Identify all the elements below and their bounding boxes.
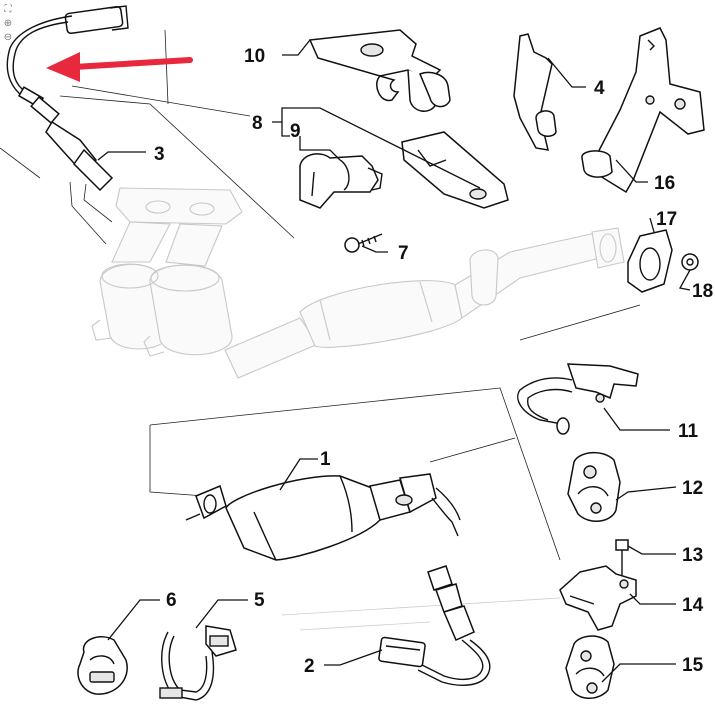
callout-12: 12 [682, 478, 703, 499]
zoom-out-icon[interactable]: ⊖ [3, 32, 13, 43]
callout-5: 5 [254, 590, 265, 611]
callout-9: 9 [290, 121, 301, 142]
callout-3: 3 [154, 144, 165, 165]
background-exhaust-assembly [91, 187, 625, 379]
callout-leaders [97, 39, 691, 683]
bracket-14[interactable] [559, 565, 637, 631]
fit-icon[interactable]: ⛶ [4, 4, 12, 15]
guide-lines [0, 29, 641, 631]
clamp-band-5[interactable] [159, 625, 237, 701]
pipe-bracket-11[interactable] [517, 363, 639, 435]
bracket-10[interactable] [308, 29, 451, 112]
callout-10: 10 [244, 46, 265, 67]
callout-11: 11 [678, 421, 699, 442]
callout-4: 4 [594, 78, 605, 99]
gasket-17[interactable] [627, 229, 673, 293]
highlight-arrow [46, 52, 193, 82]
callout-16: 16 [654, 173, 675, 194]
zoom-toolbar: ⛶ ⊕ ⊖ [2, 4, 16, 44]
callout-7: 7 [398, 243, 409, 264]
callout-labels: 1 2 3 4 5 6 7 8 9 10 11 12 13 14 15 16 1… [154, 46, 713, 677]
lambda-sensor-lower[interactable] [378, 565, 491, 686]
clip-9[interactable] [299, 153, 383, 209]
catalytic-converter-1[interactable] [185, 473, 461, 561]
rubber-mount-15[interactable] [565, 635, 615, 699]
callout-8: 8 [252, 113, 263, 134]
bracket-4[interactable] [513, 33, 557, 151]
zoom-in-icon[interactable]: ⊕ [3, 18, 13, 29]
callout-14: 14 [682, 595, 704, 616]
bracket-16[interactable] [581, 27, 705, 194]
rubber-mount-12[interactable] [567, 451, 621, 522]
screw-7[interactable] [344, 233, 383, 253]
callout-2: 2 [304, 656, 315, 677]
callout-18: 18 [692, 281, 713, 302]
bolt-13[interactable] [615, 539, 629, 578]
callout-13: 13 [682, 545, 703, 566]
callout-15: 15 [682, 655, 704, 676]
callout-6: 6 [166, 590, 177, 611]
callout-17: 17 [656, 209, 677, 230]
lambda-sensor-upper[interactable] [6, 5, 129, 192]
clamp-6[interactable] [77, 636, 128, 695]
nut-18[interactable] [681, 253, 699, 271]
bracket-8[interactable] [401, 131, 509, 209]
callout-1: 1 [320, 449, 331, 470]
